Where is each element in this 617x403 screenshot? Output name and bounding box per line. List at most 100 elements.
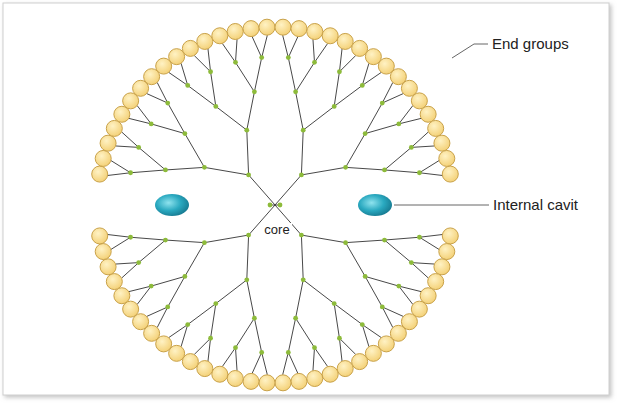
branch-point [185, 322, 190, 327]
branch-point [259, 55, 264, 60]
branch-point [360, 83, 365, 88]
branch-line [188, 85, 216, 106]
end-group [307, 371, 323, 387]
branch-line [235, 39, 237, 62]
branch-point [252, 89, 257, 94]
branch-line [334, 85, 362, 106]
branch-line [131, 237, 166, 240]
branch-line [385, 240, 412, 263]
branch-point [268, 203, 273, 208]
branch-line [208, 338, 211, 361]
branch-point [128, 170, 133, 175]
branch-line [165, 240, 204, 243]
end-group [100, 135, 116, 151]
end-group [291, 373, 307, 389]
branch-line [129, 286, 151, 292]
branch-point [382, 238, 387, 243]
branch-line [339, 49, 342, 72]
branch-point [293, 316, 298, 321]
end-group [212, 28, 228, 44]
cavity-label: Internal cavit [493, 196, 578, 213]
branch-line [399, 286, 413, 304]
branch-line [365, 124, 399, 134]
end-group [243, 373, 259, 389]
branch-point [286, 350, 291, 355]
branch-line [235, 62, 254, 91]
branch-point [233, 60, 238, 65]
branch-line [288, 318, 295, 352]
branch-line [185, 243, 205, 277]
end-group [197, 361, 213, 377]
branch-line [216, 106, 247, 130]
branch-line [116, 146, 139, 147]
branch-point [337, 69, 342, 74]
branch-line [334, 304, 339, 339]
branch-line [235, 348, 237, 371]
branch-point [246, 173, 251, 178]
branch-line [362, 325, 369, 347]
end-group [442, 228, 458, 244]
branch-line [157, 307, 168, 328]
branch-point [396, 122, 401, 127]
branch-line [385, 147, 412, 170]
branch-line [365, 276, 382, 307]
branch-point [343, 240, 348, 245]
branch-line [216, 280, 247, 304]
internal-cavity [358, 194, 392, 216]
branch-line [303, 106, 334, 130]
end-group [227, 371, 243, 387]
branch-line [419, 235, 442, 238]
branch-line [313, 348, 315, 371]
branch-line [111, 237, 131, 249]
branch-point [299, 173, 304, 178]
leader-line [452, 44, 488, 58]
branch-line [122, 132, 139, 148]
end-group [365, 345, 381, 361]
branch-line [185, 134, 205, 168]
branch-line [301, 235, 345, 243]
branch-line [116, 263, 139, 264]
branch-line [188, 304, 216, 325]
end-group [442, 166, 458, 182]
branch-line [346, 240, 385, 243]
end-group [243, 21, 259, 37]
leader-line [394, 205, 489, 206]
branch-point [213, 104, 218, 109]
end-group [275, 19, 291, 35]
end-group [182, 40, 198, 56]
branch-line [194, 338, 210, 354]
branch-line [346, 167, 385, 170]
branch-line [315, 348, 328, 367]
branch-line [382, 94, 403, 103]
branch-line [301, 167, 345, 175]
branch-line [204, 167, 248, 175]
branch-point [128, 235, 133, 240]
internal-cavity [155, 194, 189, 216]
end-group [352, 40, 368, 56]
branch-line [275, 175, 301, 205]
end-group [420, 106, 436, 122]
branch-point [182, 131, 187, 136]
branch-point [337, 336, 342, 341]
end-group [337, 33, 353, 49]
branch-line [262, 35, 268, 57]
branch-line [303, 280, 334, 304]
branch-line [211, 72, 216, 107]
branch-line [385, 237, 420, 240]
branch-point [136, 145, 141, 150]
end-groups-label: End groups [492, 35, 569, 52]
end-group [352, 354, 368, 370]
branch-line [194, 55, 210, 71]
end-group [275, 375, 291, 391]
branch-point [380, 305, 385, 310]
branch-point [252, 316, 257, 321]
branch-line [346, 243, 366, 277]
branch-point [136, 260, 141, 265]
end-group [259, 19, 275, 35]
branch-line [382, 82, 393, 103]
branch-line [296, 62, 315, 91]
branch-point [165, 101, 170, 106]
branch-line [169, 72, 188, 85]
end-group [114, 288, 130, 304]
end-group [428, 274, 444, 290]
